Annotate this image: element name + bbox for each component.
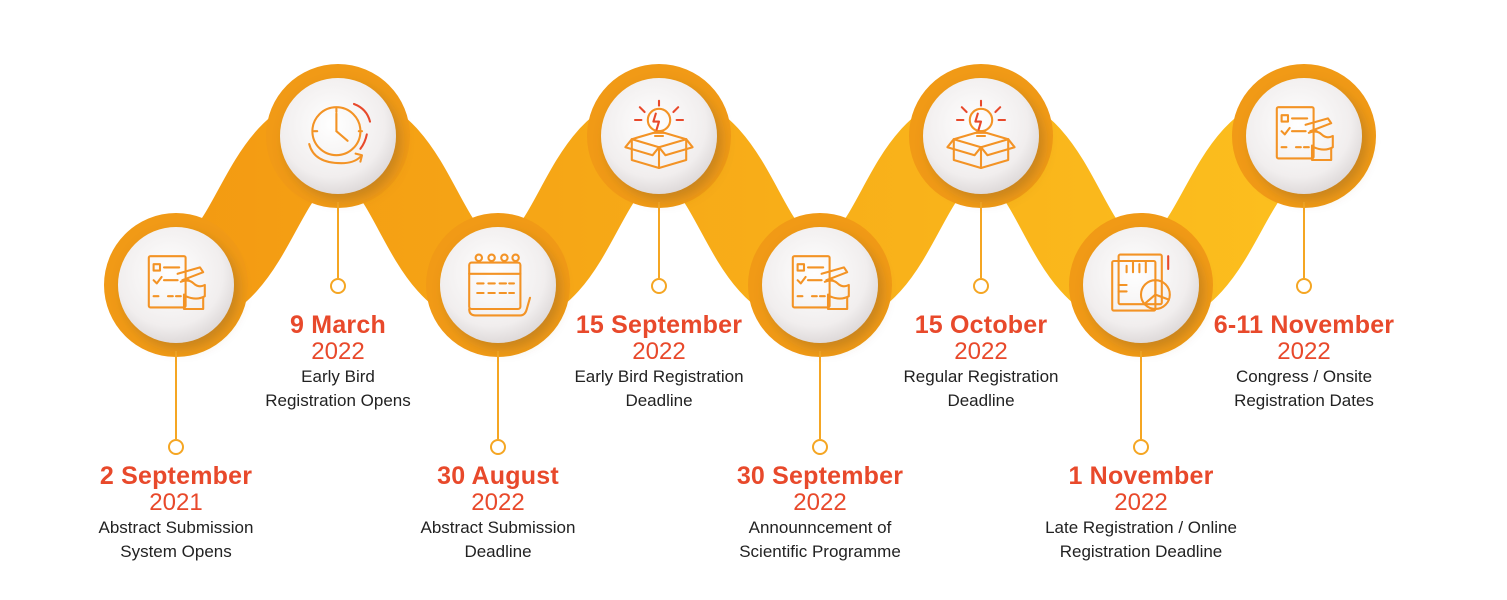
milestone-year: 2022	[1277, 338, 1331, 365]
milestone-disc	[118, 227, 234, 343]
milestone-dot	[1296, 278, 1312, 294]
milestone-disc	[762, 227, 878, 343]
milestone-dot	[973, 278, 989, 294]
milestone-description-line: Abstract Submission	[98, 518, 254, 537]
milestone-disc	[1246, 78, 1362, 194]
milestone-date: 30 September	[736, 462, 904, 490]
milestone-year: 2022	[311, 338, 365, 365]
milestone-date: 9 March	[290, 311, 386, 339]
milestone-description-line: Late Registration / Online	[1045, 518, 1237, 537]
milestone-dot	[330, 278, 346, 294]
milestone-dot	[168, 439, 184, 455]
milestone-date: 6-11 November	[1213, 311, 1395, 339]
milestone-description-line: Scientific Programme	[739, 542, 901, 561]
milestone-description-line: Deadline	[464, 542, 532, 561]
milestone-description-line: Registration Deadline	[1059, 542, 1223, 561]
milestone-date: 1 November	[1068, 462, 1214, 490]
milestone-description: Announncement of Scientific Programme	[690, 516, 950, 564]
milestone-disc	[440, 227, 556, 343]
milestone-date: 2 September	[99, 462, 253, 490]
milestone-description-line: Congress / Onsite	[1235, 367, 1373, 386]
milestone-description-line: Early Bird	[301, 367, 375, 386]
milestone-year: 2022	[1114, 489, 1168, 516]
milestone-description-line: Registration Dates	[1234, 391, 1374, 410]
milestone-disc	[280, 78, 396, 194]
milestone-description-line: Announncement of	[748, 518, 892, 537]
milestone-year: 2021	[149, 489, 203, 516]
milestone-date: 30 August	[437, 462, 559, 490]
milestone-description-line: Early Bird Registration	[574, 367, 744, 386]
milestone-disc	[1083, 227, 1199, 343]
milestone-description-line: Abstract Submission	[420, 518, 576, 537]
milestone-description-line: Deadline	[625, 391, 693, 410]
milestone-description-line: Deadline	[947, 391, 1015, 410]
milestone-year: 2022	[471, 489, 525, 516]
milestone-year: 2022	[954, 338, 1008, 365]
milestone-date: 15 September	[575, 311, 743, 339]
milestone-description-line: System Opens	[120, 542, 232, 561]
milestone-date: 15 October	[914, 311, 1048, 339]
milestone-dot	[1133, 439, 1149, 455]
milestone-dot	[812, 439, 828, 455]
milestone-year: 2022	[632, 338, 686, 365]
milestone-year: 2022	[793, 489, 847, 516]
milestone-dot	[490, 439, 506, 455]
milestone-description-line: Registration Opens	[265, 391, 411, 410]
milestone-dot	[651, 278, 667, 294]
milestone-description-line: Regular Registration	[903, 367, 1059, 386]
